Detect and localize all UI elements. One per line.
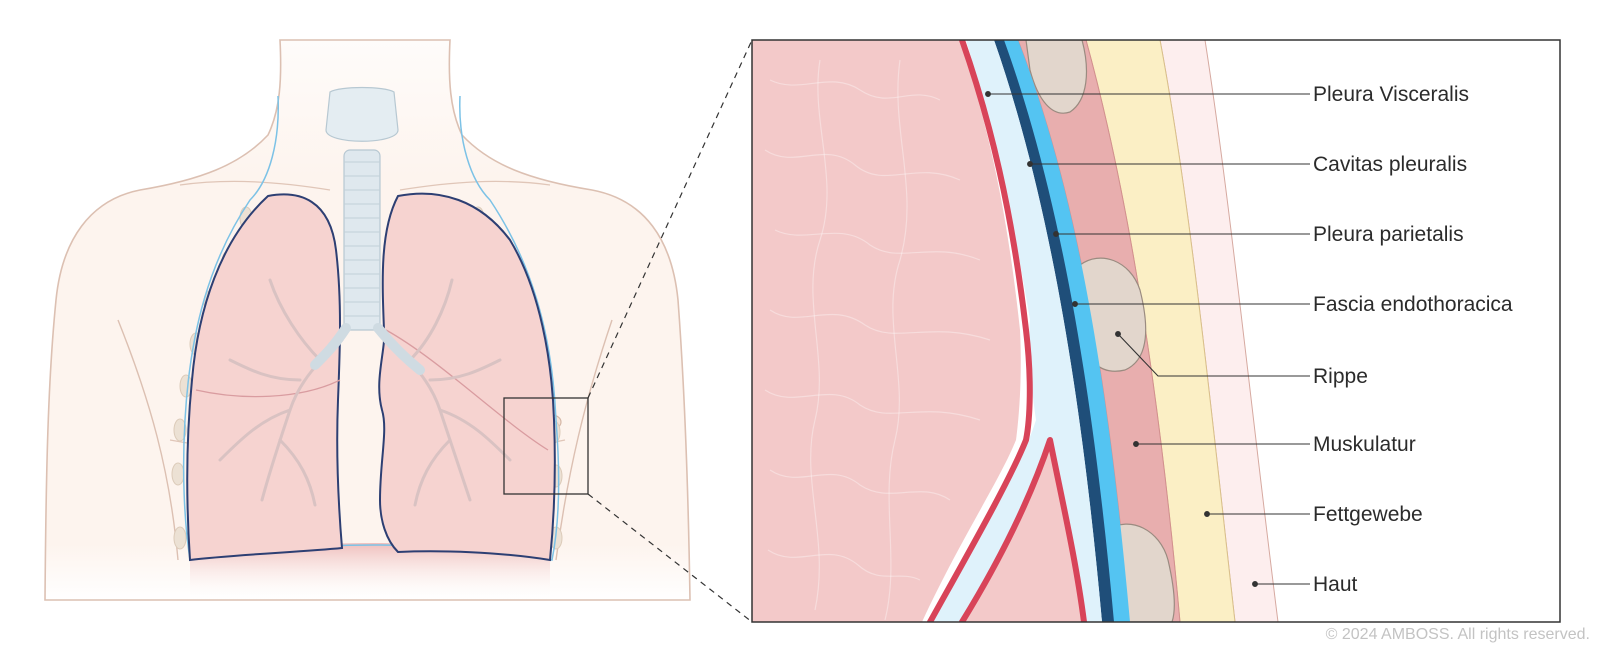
clavicle-left: [179, 180, 331, 191]
pleura-outline-blue: [182, 95, 560, 561]
trachea: [310, 86, 425, 375]
pleura-cross-section: [752, 40, 1560, 622]
pleura-parietalis-layer: [994, 40, 1114, 622]
pleura-visceralis-lower: [959, 437, 1087, 622]
clavicle-right: [399, 180, 551, 191]
arm-line-right: [555, 319, 613, 561]
diaphragm: [190, 543, 550, 600]
label-fettgewebe: Fettgewebe: [1313, 503, 1423, 526]
zoom-box: [503, 397, 589, 495]
cross-section-frame: [751, 39, 1561, 623]
label-muskulatur: Muskulatur: [1313, 433, 1416, 456]
torso-illustration: [44, 39, 691, 601]
label-cavitas-pleuralis: Cavitas pleuralis: [1313, 153, 1467, 176]
label-rippe: Rippe: [1313, 365, 1368, 388]
lung-texture: [764, 59, 991, 621]
label-fascia-endothoracica: Fascia endothoracica: [1313, 293, 1513, 316]
lung-lobe-lower: [962, 448, 1082, 622]
label-haut: Haut: [1313, 573, 1358, 596]
leader-lines: [985, 91, 1310, 587]
lung-left: [378, 192, 556, 562]
rib-1: [1025, 40, 1088, 114]
fissure-right: [195, 379, 341, 398]
copyright-notice: © 2024 AMBOSS. All rights reserved.: [1325, 626, 1590, 643]
arm-line-left: [117, 319, 179, 561]
label-pleura-parietalis: Pleura parietalis: [1313, 223, 1464, 246]
zoom-connector-bottom: [587, 493, 753, 623]
lung-tissue: [752, 40, 1021, 622]
pleura-visceralis-line: [927, 40, 1033, 622]
fissure-left: [385, 329, 549, 451]
label-pleura-visceralis: Pleura Visceralis: [1313, 83, 1469, 106]
